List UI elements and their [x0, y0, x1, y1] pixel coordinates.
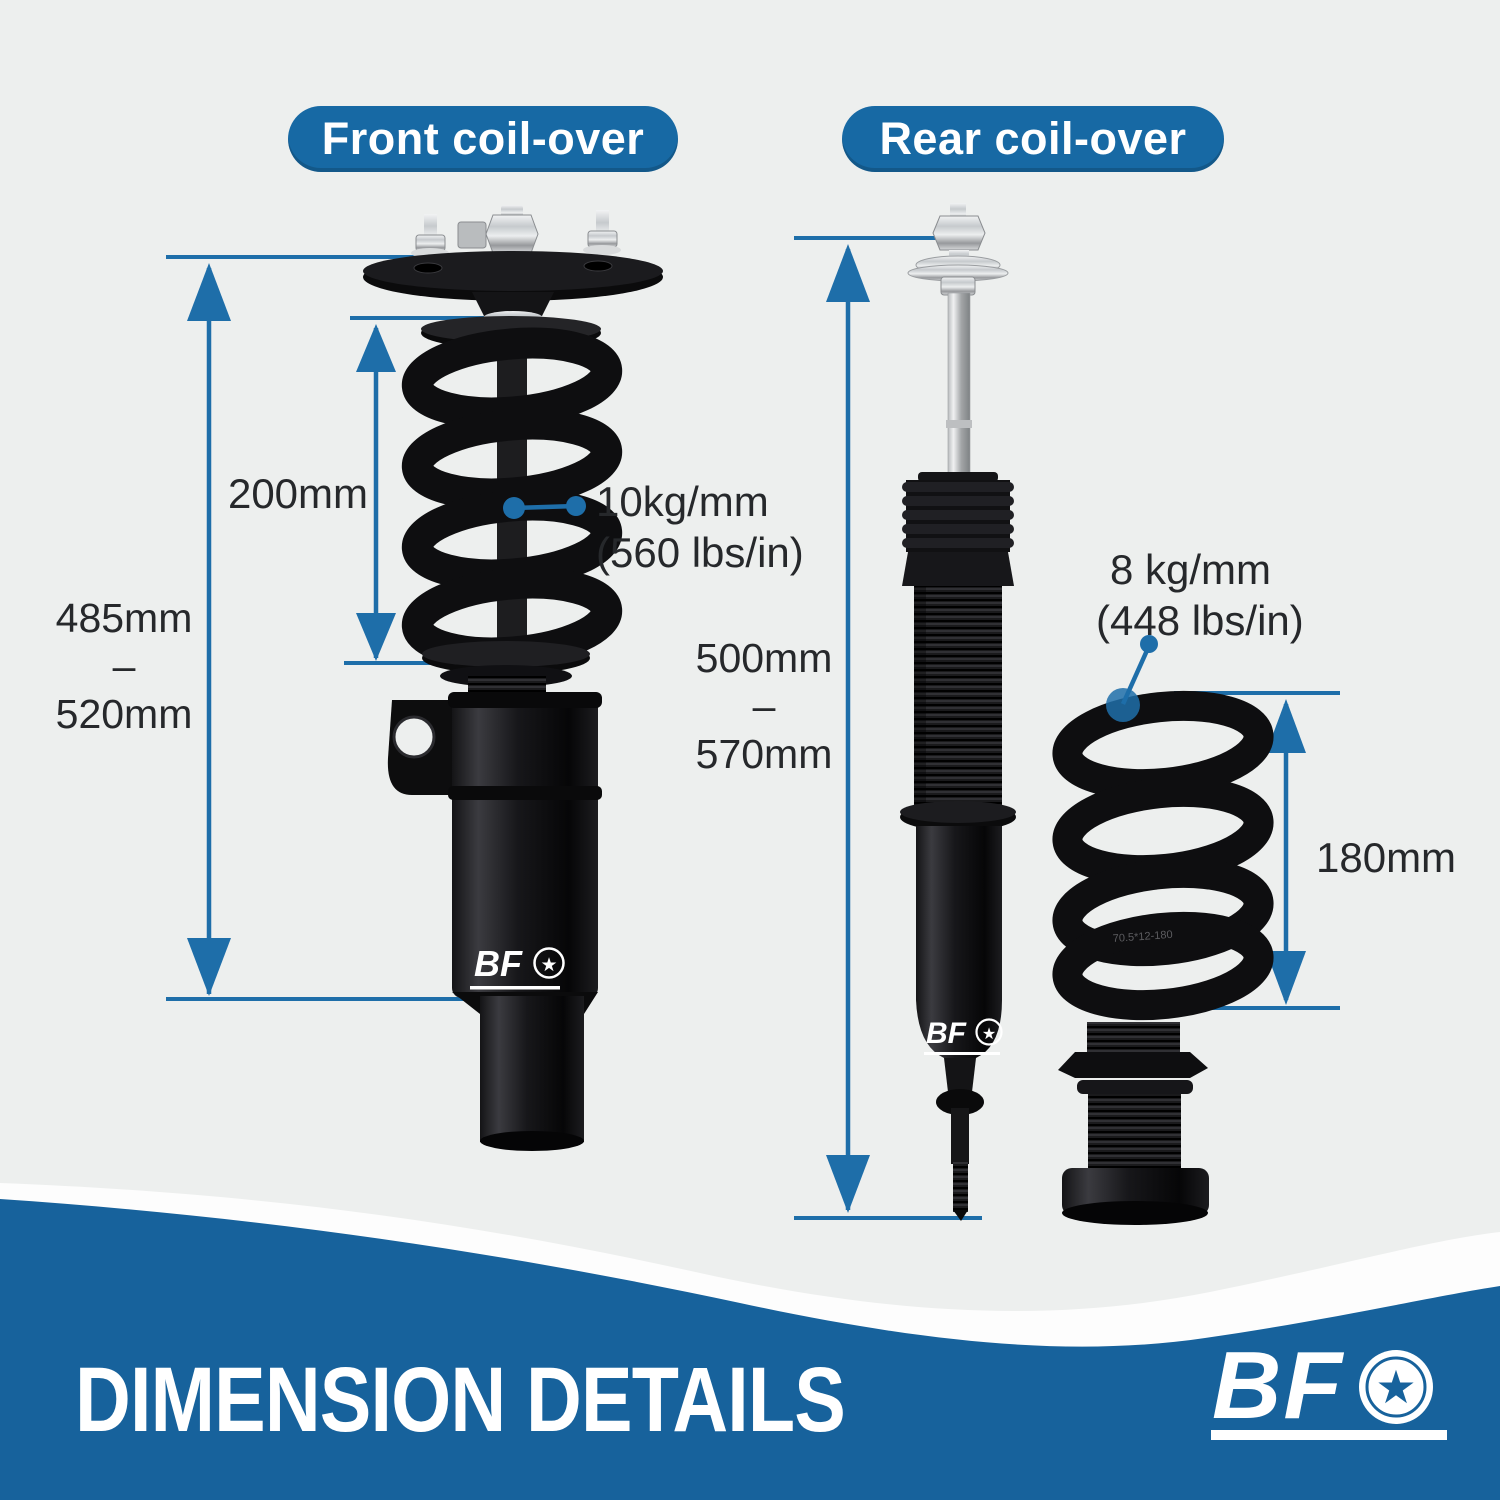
rear-rod-joint	[946, 420, 972, 428]
front-body-ring	[448, 786, 602, 800]
rear-spring-marking: 70.5*12-180	[1112, 929, 1173, 945]
footer-blue-wave	[0, 1199, 1500, 1500]
front-spring-rate-imperial: (560 lbs/in)	[596, 529, 804, 576]
footer-brand-letters: BF	[1212, 1332, 1344, 1439]
footer-brand-circle	[1359, 1350, 1433, 1424]
front-spring-length-label: 200mm	[227, 470, 369, 517]
rear-bump-ring	[936, 1089, 984, 1115]
front-height-range-label: 485mm – 520mm	[36, 594, 212, 738]
front-rate-anchor-dot	[503, 497, 525, 519]
rear-top-nut	[932, 215, 986, 251]
spring-rate-leaders	[503, 496, 1158, 722]
rear-height-max: 570mm	[695, 731, 833, 777]
collar-wing-flange	[1058, 1052, 1208, 1078]
rear-coilover-label-pill: Rear coil-over	[842, 106, 1224, 172]
rear-flange-top	[900, 801, 1016, 823]
rear-height-separator: –	[752, 683, 776, 729]
rear-brand-underline	[924, 1052, 1000, 1055]
rear-shock-illustration: BF ★	[900, 203, 1016, 1221]
footer-brand-inner-ring	[1365, 1356, 1427, 1418]
front-rate-end-dot	[566, 496, 586, 516]
rear-spring-rate-imperial: (448 lbs/in)	[1096, 597, 1304, 644]
rear-height-min: 500mm	[695, 635, 833, 681]
front-brand-letters: BF	[474, 943, 523, 984]
front-body-collar	[448, 692, 602, 708]
rear-lower-shaft	[951, 1108, 969, 1164]
front-mount-bracket	[387, 700, 458, 795]
footer-waves	[0, 1183, 1500, 1500]
rear-body-collar	[902, 552, 1014, 586]
rear-threaded-body	[914, 586, 1002, 810]
front-height-max: 520mm	[55, 691, 193, 737]
rear-height-range-label: 500mm – 570mm	[676, 634, 852, 778]
rear-stud-tip	[953, 1210, 968, 1221]
front-spring-rate-metric: 10kg/mm	[596, 478, 769, 525]
rear-spring-rate-metric: 8 kg/mm	[1110, 546, 1272, 593]
footer-title: DIMENSION DETAILS	[75, 1349, 846, 1451]
rear-spring-rate-label: 8 kg/mm (448 lbs/in)	[1096, 544, 1304, 646]
rear-threaded-stud	[953, 1162, 968, 1212]
rear-spring-length-label: 180mm	[1316, 834, 1457, 881]
dimension-annotations	[166, 236, 1340, 1220]
front-height-separator: –	[112, 643, 136, 689]
collar-neck	[1087, 1022, 1180, 1055]
rear-brand-letters: BF	[926, 1017, 967, 1050]
front-brand-underline	[470, 986, 560, 990]
front-bottom-tube	[480, 996, 584, 1142]
footer-brand-logo: BF ★	[1211, 1332, 1447, 1440]
front-brand-star-icon: ★	[540, 955, 557, 976]
rear-taper	[944, 1058, 976, 1092]
front-top-studs	[411, 205, 621, 258]
front-spring-rate-label: 10kg/mm (560 lbs/in)	[596, 476, 804, 578]
rear-ribbed-cap	[902, 472, 1014, 552]
footer-brand-underline	[1211, 1430, 1447, 1440]
collar-cup-base	[1062, 1201, 1208, 1225]
rear-rate-end-dot	[1140, 635, 1158, 653]
collar-lock-ring	[1077, 1080, 1193, 1094]
front-lower-perch-top	[422, 641, 590, 667]
front-height-dimension	[166, 255, 588, 1001]
front-damper-body	[452, 692, 598, 998]
rear-brand-circle	[975, 1018, 1003, 1046]
collar-barrel	[1088, 1094, 1181, 1172]
footer-brand-star-icon: ★	[1375, 1361, 1416, 1413]
rear-brand-star-icon: ★	[982, 1026, 996, 1043]
rear-lock-nut	[940, 276, 976, 296]
front-top-mount-plate	[363, 251, 663, 301]
rear-lower-body	[916, 826, 1002, 1058]
rear-rate-anchor-dot	[1106, 688, 1140, 722]
front-coilover-label-pill: Front coil-over	[288, 106, 678, 172]
rear-spring-illustration: 70.5*12-180	[1052, 690, 1274, 1021]
front-body-brand-logo: BF ★	[470, 943, 565, 990]
spring-adjuster-collar-illustration	[1058, 1022, 1209, 1225]
front-tube-end	[480, 1131, 584, 1151]
rear-body-brand-logo: BF ★	[924, 1017, 1003, 1055]
front-coilover-illustration: BF ★	[363, 205, 663, 1151]
front-brand-circle	[533, 947, 565, 979]
rear-body-shade	[914, 586, 926, 810]
front-height-min: 485mm	[55, 595, 193, 641]
rear-height-dimension	[794, 236, 982, 1220]
rear-piston-rod	[947, 292, 971, 489]
